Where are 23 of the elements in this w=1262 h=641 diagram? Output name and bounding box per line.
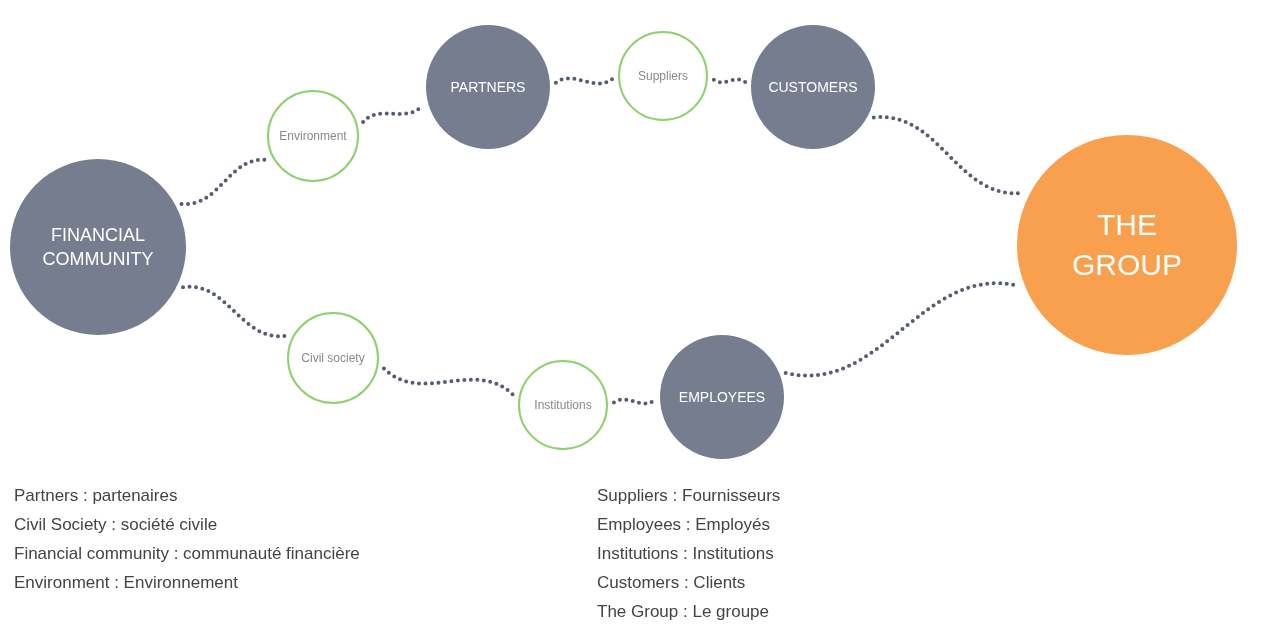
translation-note: Civil Society : société civile xyxy=(14,515,218,535)
node-label: Civil society xyxy=(301,349,365,367)
node-label: CUSTOMERS xyxy=(768,77,858,97)
node-label: PARTNERS xyxy=(450,77,526,97)
dotted-connector xyxy=(381,366,516,397)
dotted-connector xyxy=(179,157,269,206)
node-label: Institutions xyxy=(534,396,592,414)
translation-note: Customers : Clients xyxy=(597,573,746,593)
dotted-connector xyxy=(711,77,748,85)
translation-note: The Group : Le groupe xyxy=(597,602,769,622)
node-label: Environment xyxy=(279,127,347,145)
node-label: FINANCIAL COMMUNITY xyxy=(41,223,155,271)
node-label: EMPLOYEES xyxy=(678,387,766,407)
node-label: Suppliers xyxy=(638,67,688,85)
translation-note: Environment : Environnement xyxy=(14,573,238,593)
translation-note: Institutions : Institutions xyxy=(597,544,774,564)
dotted-connector xyxy=(181,284,288,339)
translation-note: Suppliers : Fournisseurs xyxy=(597,486,781,506)
node-label: THE GROUP xyxy=(1071,206,1183,283)
translation-note: Partners : partenaires xyxy=(14,486,178,506)
translation-note: Employees : Employés xyxy=(597,515,770,535)
dotted-connector xyxy=(553,76,615,86)
translation-note: Financial community : communauté financière xyxy=(14,544,360,564)
